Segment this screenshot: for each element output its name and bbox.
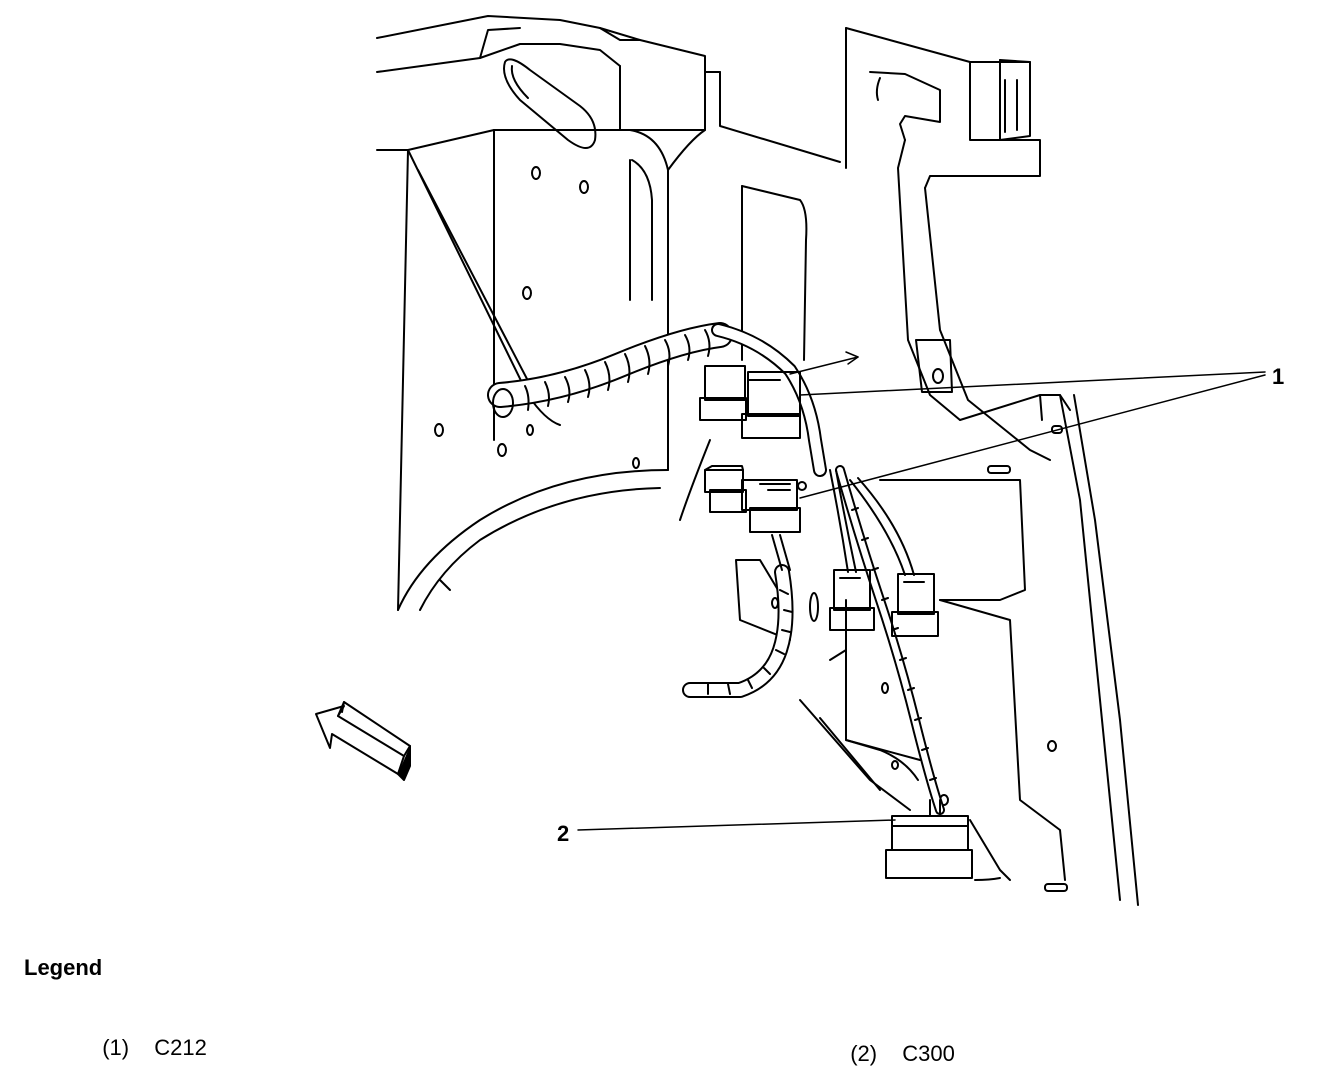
legend-item-c300: (2) C300 bbox=[838, 1015, 955, 1067]
connector-c212-lower-right bbox=[741, 479, 807, 533]
legend-item-number: (2) bbox=[850, 1041, 878, 1066]
forward-direction-arrow-icon bbox=[315, 701, 411, 781]
legend-item-number: (1) bbox=[102, 1035, 130, 1060]
wiring-harness bbox=[487, 322, 945, 815]
connector-c212-group bbox=[699, 365, 807, 533]
panel-connectors bbox=[829, 569, 939, 637]
callout-leaders bbox=[577, 351, 1266, 831]
legend-item-label: C300 bbox=[902, 1041, 955, 1066]
legend-title: Legend bbox=[24, 955, 103, 980]
callout-label-2: 2 bbox=[557, 821, 569, 846]
connector-c212-lower-left bbox=[704, 465, 747, 513]
connector-c212-upper-left bbox=[699, 365, 747, 421]
connector-c212-upper-right bbox=[741, 371, 801, 439]
connector-c300 bbox=[885, 799, 973, 879]
callout-label-1: 1 bbox=[1272, 364, 1284, 389]
legend-item-c212: (1) C212 bbox=[90, 1009, 207, 1061]
body-panel-structure bbox=[376, 15, 1139, 906]
wiring-connector-diagram: 1 2 bbox=[315, 15, 1284, 906]
legend-item-label: C212 bbox=[154, 1035, 207, 1060]
